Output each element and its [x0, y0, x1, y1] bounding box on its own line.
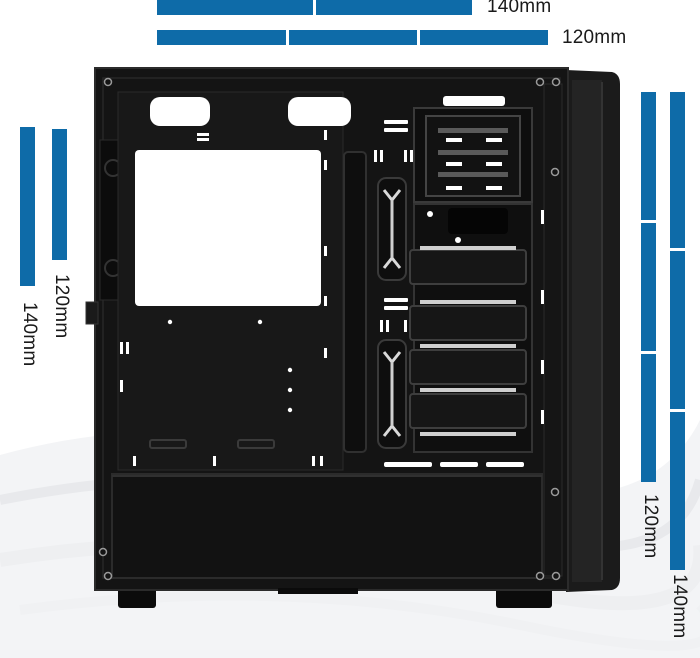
top-cable-cutout-left	[150, 97, 210, 126]
left-120mm-bar	[52, 129, 67, 260]
top-140-segment	[157, 0, 313, 15]
drive-sled	[409, 249, 527, 429]
cable-grommet-lower	[377, 339, 407, 449]
right-120-segment	[641, 92, 656, 220]
case-foot-left	[118, 588, 156, 608]
top-120mm-label: 120mm	[562, 27, 627, 48]
top-120-segment	[420, 30, 548, 45]
top-140mm-label: 140mm	[487, 0, 552, 17]
left-140mm-bar	[20, 127, 35, 286]
corner-screws	[98, 77, 561, 581]
standoff-holes	[120, 130, 327, 466]
bottom-vent-slots	[384, 462, 524, 467]
front-bezel-strip	[572, 80, 602, 582]
right-140-segment	[670, 251, 685, 409]
right-120-segment	[641, 223, 656, 351]
cable-grommet-upper	[377, 177, 407, 281]
right-140-segment	[670, 92, 685, 248]
right-140-segment	[670, 412, 685, 570]
psu-shroud	[111, 473, 543, 579]
top-120-segment	[289, 30, 417, 45]
cable-management-channel	[343, 151, 367, 453]
case-foot-right	[496, 588, 552, 608]
top-140-segment	[316, 0, 472, 15]
top-cable-cutout-right	[288, 97, 351, 126]
cpu-cutout	[135, 150, 321, 306]
optical-drive-bay	[413, 107, 533, 203]
top-120-segment	[157, 30, 286, 45]
right-120-segment	[641, 354, 656, 482]
